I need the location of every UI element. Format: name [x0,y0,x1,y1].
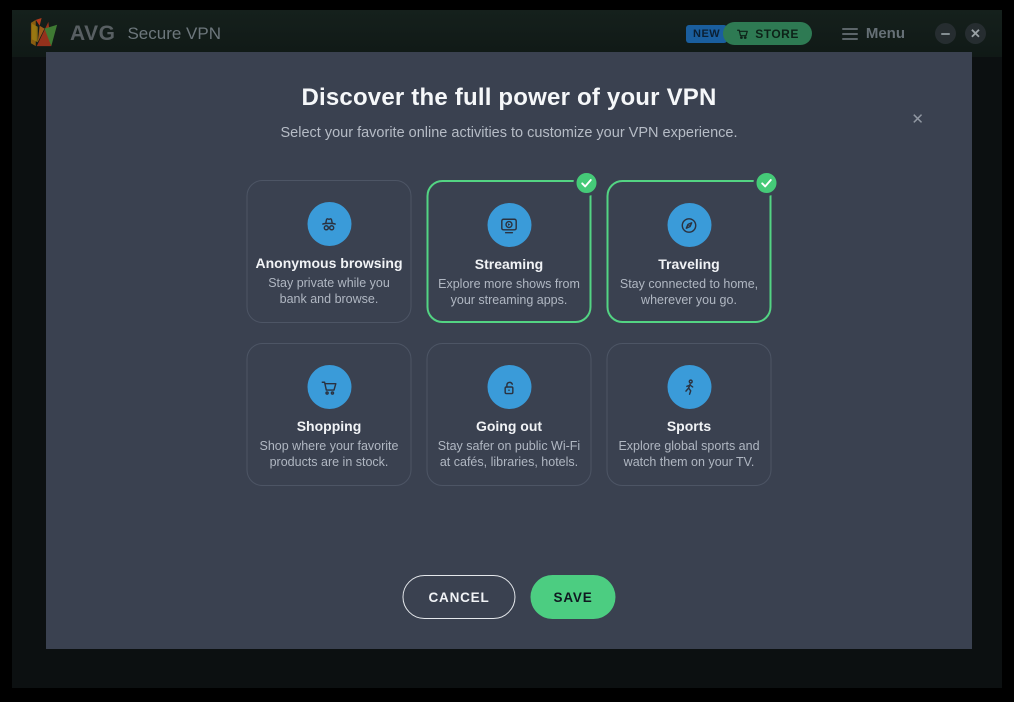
avg-logo [30,17,58,47]
card-sports[interactable]: Sports Explore global sports and watch t… [606,343,772,486]
card-traveling[interactable]: Traveling Stay connected to home, wherev… [606,170,780,323]
card-anonymous-browsing[interactable]: Anonymous browsing Stay private while yo… [246,180,412,323]
card-description: Stay safer on public Wi-Fi at cafés, lib… [437,439,581,469]
menu-label: Menu [865,25,905,42]
check-icon [753,170,780,196]
store-button[interactable]: STORE [723,22,812,45]
card-going-out[interactable]: Going out Stay safer on public Wi-Fi at … [426,343,592,486]
card-title: Anonymous browsing [255,255,403,271]
card-description: Stay private while you bank and browse. [268,276,390,306]
card-title: Shopping [296,418,362,434]
cancel-button[interactable]: CANCEL [402,575,516,619]
app-title: Secure VPN [127,23,221,43]
card-description: Shop where your favorite products are in… [259,439,399,469]
card-title: Streaming [474,256,544,272]
card-streaming[interactable]: Streaming Explore more shows from your s… [426,170,600,323]
modal-subtitle: Select your favorite online activities t… [280,125,738,141]
modal-title: Discover the full power of your VPN [301,84,717,111]
menu-button[interactable]: Menu [841,25,905,42]
streaming-icon [487,203,531,247]
modal-close-icon[interactable]: ✕ [911,111,924,128]
vpn-preferences-modal: ✕ Discover the full power of your VPN Se… [46,52,972,649]
store-label: STORE [755,26,799,41]
card-description: Explore more shows from your streaming a… [438,277,580,307]
card-title: Traveling [658,256,720,272]
card-description: Explore global sports and watch them on … [618,439,760,469]
card-title: Going out [475,418,543,434]
save-button[interactable]: SAVE [530,575,616,619]
card-description: Stay connected to home, wherever you go. [619,277,759,307]
window-close-button[interactable]: ✕ [965,23,986,44]
card-shopping[interactable]: Shopping Shop where your favorite produc… [246,343,412,486]
activity-cards-grid: Anonymous browsing Stay private while yo… [246,170,780,486]
minimize-icon [941,32,950,35]
hamburger-menu-icon [841,27,858,40]
card-title: Sports [666,418,712,434]
close-icon: ✕ [970,26,981,41]
store-cart-icon [737,29,749,39]
incognito-icon [307,202,351,246]
padlock-open-icon [487,365,531,409]
runner-icon [667,365,711,409]
check-icon [573,170,600,196]
brand-text: AVG [70,21,116,45]
titlebar: AVG Secure VPN NEW STORE Menu [12,10,1002,57]
app-window: AVG Secure VPN NEW STORE Menu [12,10,1002,688]
shopping-cart-icon [307,365,351,409]
new-badge: NEW [686,24,728,43]
minimize-button[interactable] [935,23,956,44]
compass-icon [667,203,711,247]
